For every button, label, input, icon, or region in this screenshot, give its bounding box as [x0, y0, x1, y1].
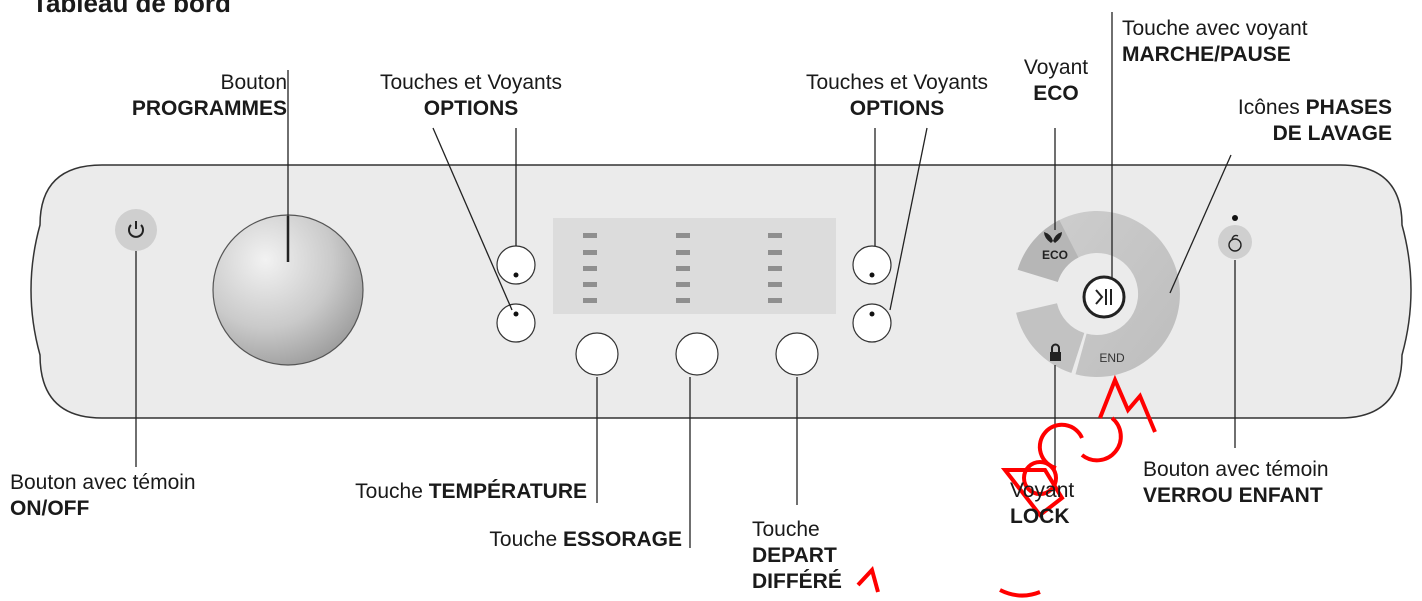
label-depart-line1: Touche	[752, 518, 820, 541]
label-temperature: Touche TEMPÉRATURE	[355, 479, 587, 505]
page-title: Tableau de bord	[32, 0, 231, 18]
wash-phase-ring	[1016, 211, 1180, 378]
option-button-right-2[interactable]	[852, 303, 892, 343]
label-programmes: Bouton PROGRAMMES	[132, 70, 287, 122]
onoff-button[interactable]	[115, 209, 157, 251]
display-leds	[583, 233, 782, 303]
depart-differe-key[interactable]	[775, 332, 819, 376]
label-depart-line3: DIFFÉRÉ	[752, 570, 842, 593]
option-button-left-1[interactable]	[496, 245, 536, 285]
label-verrou-enfant: Bouton avec témoin VERROU ENFANT	[1143, 457, 1329, 509]
watermark-logo	[856, 374, 1157, 598]
label-temperature-bold: TEMPÉRATURE	[428, 480, 587, 503]
label-onoff-line2: ON/OFF	[10, 497, 90, 520]
programme-knob[interactable]	[212, 214, 364, 366]
label-onoff-line1: Bouton avec témoin	[10, 471, 196, 494]
label-programmes-line1: Bouton	[220, 71, 287, 94]
label-marche-pause-line2: MARCHE/PAUSE	[1122, 43, 1291, 66]
power-icon	[128, 221, 144, 238]
label-phases-prefix: Icônes	[1237, 96, 1306, 119]
label-onoff: Bouton avec témoin ON/OFF	[10, 470, 196, 522]
label-essorage-prefix: Touche	[489, 528, 563, 551]
display-area	[553, 218, 836, 314]
label-options-left: Touches et Voyants OPTIONS	[356, 70, 586, 122]
label-marche-pause: Touche avec voyant MARCHE/PAUSE	[1122, 16, 1308, 68]
label-essorage-bold: ESSORAGE	[562, 528, 682, 551]
start-pause-button[interactable]	[1082, 275, 1126, 319]
label-eco: Voyant ECO	[1008, 55, 1104, 107]
label-options-right-line2: OPTIONS	[849, 97, 945, 120]
end-text: END	[1099, 351, 1125, 365]
leader-lines	[135, 12, 1236, 548]
label-depart-differe: Touche DEPART DIFFÉRÉ	[752, 517, 842, 595]
label-options-right-line1: Touches et Voyants	[805, 71, 989, 94]
leaf-icon	[1044, 232, 1062, 243]
label-eco-line2: ECO	[1033, 82, 1079, 105]
label-verrou-line1: Bouton avec témoin	[1143, 458, 1329, 481]
label-options-right: Touches et Voyants OPTIONS	[782, 70, 1012, 122]
play-pause-icon	[1095, 289, 1112, 305]
option-button-right-1[interactable]	[852, 245, 892, 285]
label-depart-line2: DEPART	[752, 544, 837, 567]
label-programmes-line2: PROGRAMMES	[131, 97, 287, 120]
essorage-key[interactable]	[675, 332, 719, 376]
label-essorage: Touche ESSORAGE	[489, 527, 682, 553]
eco-icon-text: ECO	[1042, 248, 1068, 262]
label-phases-bold: PHASES	[1305, 96, 1392, 119]
label-lock-line1: Voyant	[1010, 479, 1075, 502]
child-lock-icon	[1228, 234, 1242, 252]
label-options-left-line2: OPTIONS	[423, 97, 519, 120]
child-lock-button[interactable]	[1218, 215, 1252, 259]
label-lock-line2: LOCK	[1010, 505, 1070, 528]
label-eco-line1: Voyant	[1023, 56, 1089, 79]
label-temperature-prefix: Touche	[355, 480, 429, 503]
temperature-key[interactable]	[575, 332, 619, 376]
label-verrou-line2: VERROU ENFANT	[1143, 484, 1323, 507]
label-phases-line2: DE LAVAGE	[1272, 122, 1392, 145]
label-phases: Icônes PHASES DE LAVAGE	[1238, 95, 1392, 147]
option-button-left-2[interactable]	[496, 303, 536, 343]
lock-icon	[1050, 343, 1061, 361]
label-marche-pause-line1: Touche avec voyant	[1122, 17, 1308, 40]
label-options-left-line1: Touches et Voyants	[379, 71, 563, 94]
label-lock: Voyant LOCK	[1010, 478, 1074, 530]
